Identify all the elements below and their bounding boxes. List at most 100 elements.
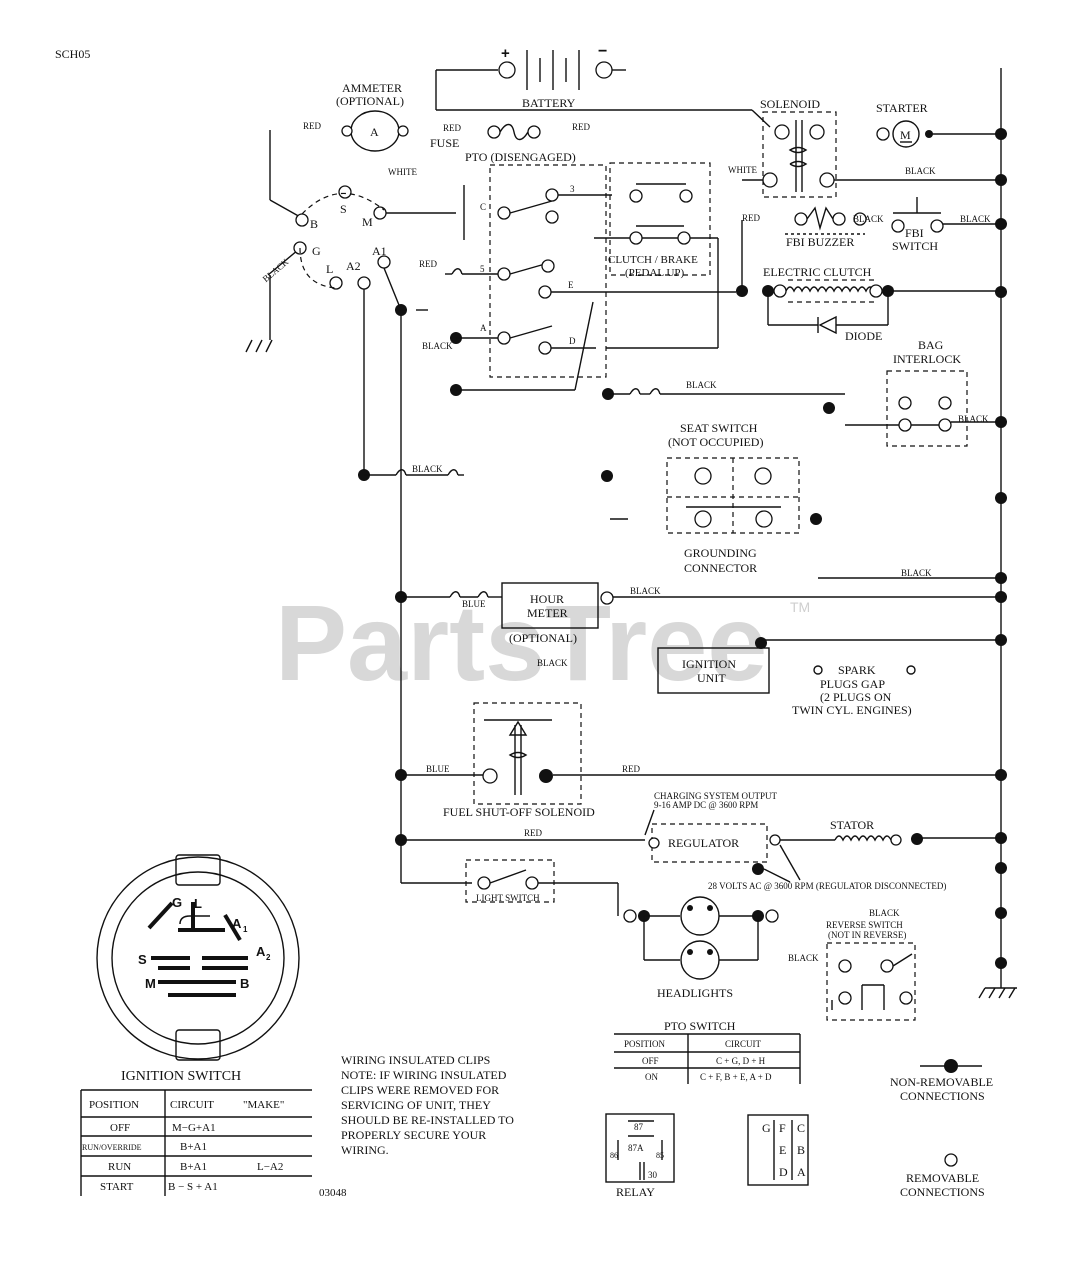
connection-legend: NON-REMOVABLE CONNECTIONS REMOVABLE CONN…: [890, 1059, 993, 1199]
svg-text:BLUE: BLUE: [462, 599, 486, 609]
svg-text:RED: RED: [742, 213, 761, 223]
svg-text:3: 3: [570, 184, 575, 194]
svg-text:TM: TM: [790, 599, 810, 615]
svg-text:A: A: [256, 944, 266, 959]
svg-text:9-16 AMP DC @ 3600 RPM: 9-16 AMP DC @ 3600 RPM: [654, 800, 758, 810]
svg-text:BLACK: BLACK: [869, 908, 900, 918]
clutch-brake-switch: CLUTCH / BRAKE (PEDAL UP): [594, 162, 736, 349]
svg-text:UNIT: UNIT: [697, 671, 726, 685]
ign-row-circuit: B+A1: [180, 1141, 207, 1153]
svg-text:28 VOLTS AC @ 3600 RPM (REGULA: 28 VOLTS AC @ 3600 RPM (REGULATOR DISCON…: [708, 881, 946, 891]
svg-text:RED: RED: [622, 764, 641, 774]
svg-text:SOLENOID: SOLENOID: [760, 97, 820, 111]
svg-text:BLACK: BLACK: [412, 464, 443, 474]
svg-text:(2 PLUGS ON: (2 PLUGS ON: [820, 690, 892, 704]
ground-bus: [978, 68, 1017, 999]
battery: + − BATTERY: [435, 43, 771, 128]
svg-text:87A: 87A: [628, 1143, 644, 1153]
svg-text:S: S: [340, 202, 347, 216]
connector-pinout: G F C E B D A: [747, 1114, 809, 1186]
svg-text:IGNITION: IGNITION: [682, 657, 736, 671]
fuel-shutoff-solenoid: BLUE RED FUEL SHUT-OFF SOLENOID: [401, 702, 1001, 819]
svg-text:LIGHT SWITCH: LIGHT SWITCH: [476, 893, 540, 903]
svg-text:WHITE: WHITE: [728, 165, 757, 175]
svg-text:REGULATOR: REGULATOR: [668, 836, 739, 850]
svg-text:SERVICING OF UNIT, THEY: SERVICING OF UNIT, THEY: [341, 1098, 491, 1112]
ignition-terminals: BLACK B S M G L A2 A1 WHITE BLACK: [245, 130, 464, 481]
svg-text:WIRING.: WIRING.: [341, 1143, 389, 1157]
svg-text:E: E: [779, 1143, 786, 1157]
ign-header-circuit: CIRCUIT: [170, 1099, 214, 1111]
electric-clutch: ELECTRIC CLUTCH DIODE: [736, 265, 1001, 343]
svg-text:PTO (DISENGAGED): PTO (DISENGAGED): [465, 150, 576, 164]
ign-row-circuit: B+A1: [180, 1161, 207, 1173]
svg-text:RELAY: RELAY: [616, 1185, 655, 1199]
svg-text:(NOT OCCUPIED): (NOT OCCUPIED): [668, 435, 763, 449]
svg-text:FUSE: FUSE: [430, 136, 459, 150]
svg-text:RED: RED: [572, 122, 591, 132]
pto-row-circuit: C + G, D + H: [716, 1056, 766, 1066]
schematic-code: SCH05: [55, 47, 90, 61]
svg-text:SHOULD BE RE-INSTALLED TO: SHOULD BE RE-INSTALLED TO: [341, 1113, 514, 1127]
svg-text:M: M: [362, 215, 373, 229]
svg-text:WHITE: WHITE: [388, 167, 417, 177]
svg-text:C: C: [797, 1121, 805, 1135]
battery-minus: −: [598, 43, 607, 60]
svg-text:BLACK: BLACK: [960, 214, 991, 224]
regulator: RED CHARGING SYSTEM OUTPUT 9-16 AMP DC @…: [401, 791, 1001, 891]
svg-text:NON-REMOVABLE: NON-REMOVABLE: [890, 1075, 993, 1089]
svg-text:WIRING INSULATED CLIPS: WIRING INSULATED CLIPS: [341, 1053, 490, 1067]
svg-text:A: A: [370, 125, 379, 139]
battery-label: BATTERY: [522, 96, 576, 110]
svg-text:G: G: [172, 895, 182, 910]
svg-text:L: L: [326, 262, 333, 276]
svg-text:METER: METER: [527, 606, 568, 620]
ign-row-circuit: B − S + A1: [168, 1181, 218, 1193]
svg-text:B: B: [240, 976, 249, 991]
fuse: FUSE RED RED: [430, 122, 591, 150]
svg-text:CLIPS WERE REMOVED FOR: CLIPS WERE REMOVED FOR: [341, 1083, 499, 1097]
svg-text:BLACK: BLACK: [905, 166, 936, 176]
svg-text:86: 86: [610, 1151, 618, 1160]
svg-text:STARTER: STARTER: [876, 101, 928, 115]
ign-row-pos: RUN/OVERRIDE: [82, 1143, 142, 1152]
pto-row-pos: ON: [645, 1072, 658, 1082]
svg-text:REMOVABLE: REMOVABLE: [906, 1171, 979, 1185]
ign-header-make: "MAKE": [243, 1099, 284, 1111]
svg-text:BLACK: BLACK: [422, 341, 453, 351]
svg-text:D: D: [569, 336, 576, 346]
ign-row-pos: START: [100, 1181, 134, 1193]
svg-text:(NOT IN REVERSE): (NOT IN REVERSE): [828, 930, 906, 940]
svg-text:PartsTree: PartsTree: [275, 582, 767, 703]
svg-text:HEADLIGHTS: HEADLIGHTS: [657, 986, 733, 1000]
svg-text:A2: A2: [346, 259, 361, 273]
svg-text:FUEL SHUT-OFF SOLENOID: FUEL SHUT-OFF SOLENOID: [443, 805, 595, 819]
pto-header-circuit: CIRCUIT: [725, 1039, 762, 1049]
svg-text:87: 87: [634, 1122, 644, 1132]
svg-text:G: G: [762, 1121, 771, 1135]
battery-plus: +: [501, 45, 510, 62]
ign-row-pos: RUN: [108, 1161, 131, 1173]
pto-switch-table: PTO SWITCH POSITION CIRCUIT OFF C + G, D…: [614, 1019, 801, 1084]
svg-text:BLACK: BLACK: [788, 953, 819, 963]
svg-text:PROPERLY SECURE YOUR: PROPERLY SECURE YOUR: [341, 1128, 486, 1142]
pto-row-pos: OFF: [642, 1056, 659, 1066]
svg-text:A1: A1: [372, 244, 387, 258]
svg-text:(PEDAL UP): (PEDAL UP): [625, 267, 685, 279]
svg-text:TWIN CYL. ENGINES): TWIN CYL. ENGINES): [792, 703, 912, 717]
svg-text:C: C: [480, 202, 486, 212]
ign-row-make: L−A2: [257, 1161, 283, 1173]
svg-text:F: F: [779, 1121, 786, 1135]
svg-text:SPARK: SPARK: [838, 663, 876, 677]
svg-text:PTO SWITCH: PTO SWITCH: [664, 1019, 736, 1033]
pto-header-position: POSITION: [624, 1039, 666, 1049]
svg-text:BLACK: BLACK: [686, 380, 717, 390]
relay: 87 87A 86 85 30 RELAY: [605, 1113, 675, 1199]
svg-text:PLUGS GAP: PLUGS GAP: [820, 677, 885, 691]
ign-row-pos: OFF: [110, 1122, 130, 1134]
svg-text:E: E: [568, 280, 574, 290]
lights: LIGHT SWITCH HEADLIGHTS: [465, 859, 779, 1000]
svg-text:A: A: [797, 1165, 806, 1179]
svg-text:SWITCH: SWITCH: [892, 239, 938, 253]
